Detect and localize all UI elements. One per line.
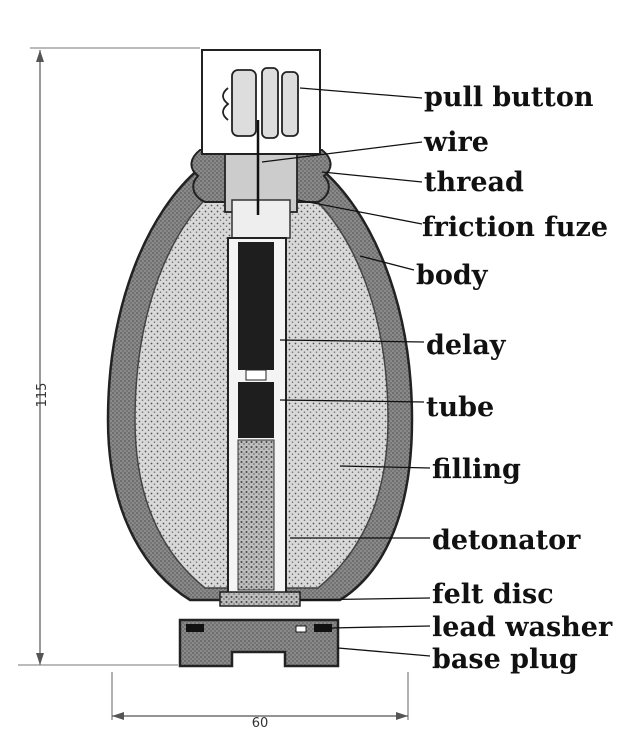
label-wire: wire [423,127,489,158]
label-pull-button: pull button [424,82,594,113]
felt-disc [219,591,301,607]
pull-button-mechanism [222,67,299,139]
lead-washer-part [186,624,204,632]
label-delay: delay [426,330,507,361]
delay-element [238,242,274,370]
label-tube: tube [426,392,494,423]
label-detonator: detonator [432,525,581,556]
label-thread: thread [424,167,524,198]
label-body: body [416,260,489,291]
height-dimension-label: 115 [35,383,50,408]
label-lead-washer: lead washer [432,612,613,643]
pull-button-cap [201,49,321,155]
label-base-plug: base plug [432,644,578,675]
label-felt-disc: felt disc [432,579,554,610]
width-dimension-label: 60 [252,716,269,731]
label-filling: filling [432,454,521,485]
height-dimension [18,47,200,666]
width-dimension [111,672,409,720]
detonator-cap [238,382,274,438]
detonator-charge [237,439,275,591]
leader-lines [261,87,431,657]
label-friction-fuze: friction fuze [422,212,608,243]
